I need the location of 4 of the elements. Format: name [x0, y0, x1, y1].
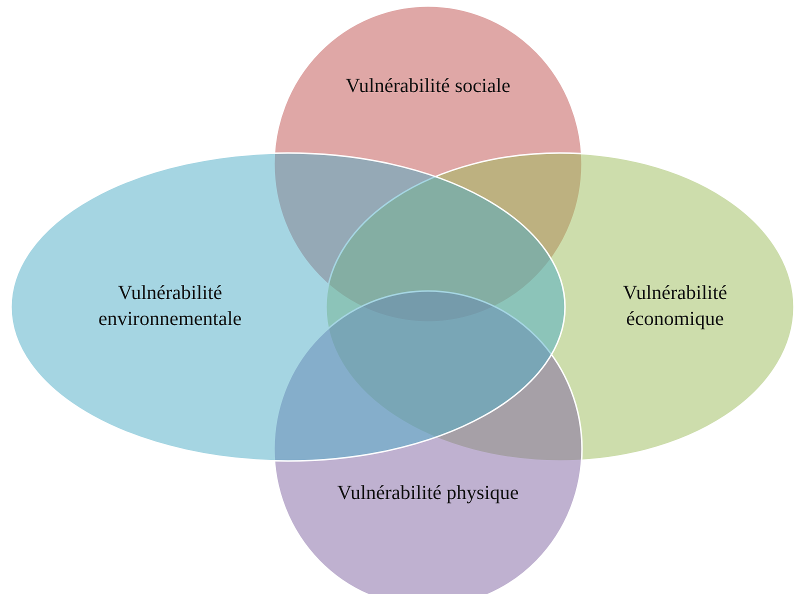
- shape-label: Vulnérabilité physique: [336, 481, 520, 506]
- shape-label: Vulnérabilité économique: [622, 281, 728, 332]
- shape-label: Vulnérabilité environnementale: [97, 281, 243, 332]
- shape-label: Vulnérabilité sociale: [344, 74, 512, 99]
